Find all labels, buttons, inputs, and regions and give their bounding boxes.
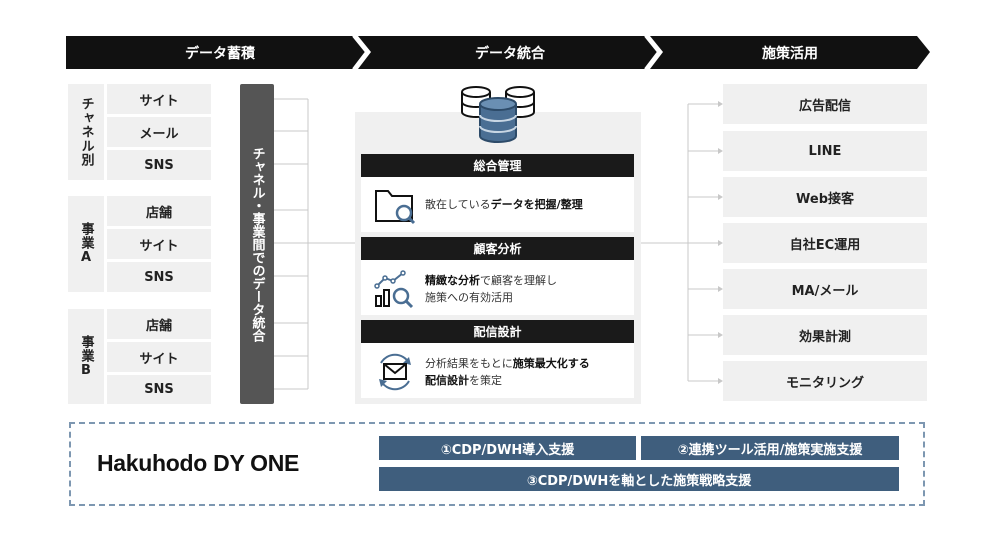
section-body-management: 散在しているデータを把握/整理 bbox=[361, 177, 634, 232]
company-logo: Hakuhodo DY ONE bbox=[97, 450, 300, 476]
mail-cycle-icon bbox=[379, 353, 411, 391]
section-management-text-a: 散在している bbox=[425, 198, 491, 211]
section-analysis-text-c: 施策への有効活用 bbox=[425, 291, 513, 304]
group-label-business-a: 事業A bbox=[68, 196, 104, 292]
footer-support-box bbox=[69, 422, 925, 506]
integration-bar: チャネル・事業間でのデータ統合 bbox=[240, 84, 274, 404]
output-web-reception: Web接客 bbox=[723, 177, 927, 217]
group-channel-item-mail: メール bbox=[107, 117, 211, 147]
group-channel-item-site: サイト bbox=[107, 84, 211, 114]
section-title-analysis: 顧客分析 bbox=[361, 237, 634, 260]
group-label-channel: チャネル別 bbox=[68, 84, 104, 180]
output-monitoring: モニタリング bbox=[723, 361, 927, 401]
support-pill-cdp-implementation: ①CDP/DWH導入支援 bbox=[379, 436, 636, 460]
output-own-ec: 自社EC運用 bbox=[723, 223, 927, 263]
section-analysis-text-b: で顧客を理解し bbox=[480, 274, 557, 287]
integration-bar-label: チャネル・事業間でのデータ統合 bbox=[249, 146, 265, 342]
section-title-management: 総合管理 bbox=[361, 154, 634, 177]
group-business-b-item-sns: SNS bbox=[107, 375, 211, 404]
chart-search-icon bbox=[374, 270, 414, 309]
support-pill-strategy: ③CDP/DWHを軸とした施策戦略支援 bbox=[379, 467, 899, 491]
section-body-delivery: 分析結果をもとに施策最大化する 配信設計を策定 bbox=[361, 343, 634, 398]
step-label-activation: 施策活用 bbox=[762, 46, 818, 62]
output-ma-mail: MA/メール bbox=[723, 269, 927, 309]
group-channel-item-sns: SNS bbox=[107, 150, 211, 180]
section-body-analysis: 精緻な分析で顧客を理解し 施策への有効活用 bbox=[361, 260, 634, 315]
support-pill-tool-utilization: ②連携ツール活用/施策実施支援 bbox=[641, 436, 899, 460]
section-delivery-text-d: を策定 bbox=[469, 374, 502, 387]
group-business-a-item-sns: SNS bbox=[107, 262, 211, 292]
output-line: LINE bbox=[723, 131, 927, 171]
section-delivery-text-a: 分析結果をもとに bbox=[425, 357, 513, 370]
group-business-a-item-store: 店舗 bbox=[107, 196, 211, 226]
section-title-delivery: 配信設計 bbox=[361, 320, 634, 343]
process-header-bar bbox=[66, 35, 930, 70]
output-ad-delivery: 広告配信 bbox=[723, 84, 927, 124]
group-business-a-item-site: サイト bbox=[107, 229, 211, 259]
section-delivery-text-c: 配信設計 bbox=[425, 374, 469, 387]
connector-lines bbox=[274, 98, 723, 390]
folder-search-icon bbox=[375, 190, 416, 225]
group-business-b-item-site: サイト bbox=[107, 342, 211, 372]
group-business-b-item-store: 店舗 bbox=[107, 309, 211, 339]
step-label-integration: データ統合 bbox=[475, 46, 545, 62]
section-delivery-text-b: 施策最大化する bbox=[512, 357, 590, 370]
database-icon bbox=[461, 86, 535, 143]
group-label-business-b: 事業B bbox=[68, 309, 104, 404]
section-analysis-text-a: 精緻な分析 bbox=[425, 274, 480, 287]
section-management-text-b: データを把握/整理 bbox=[490, 198, 583, 211]
step-label-accumulation: データ蓄積 bbox=[185, 46, 255, 62]
output-measurement: 効果計測 bbox=[723, 315, 927, 355]
